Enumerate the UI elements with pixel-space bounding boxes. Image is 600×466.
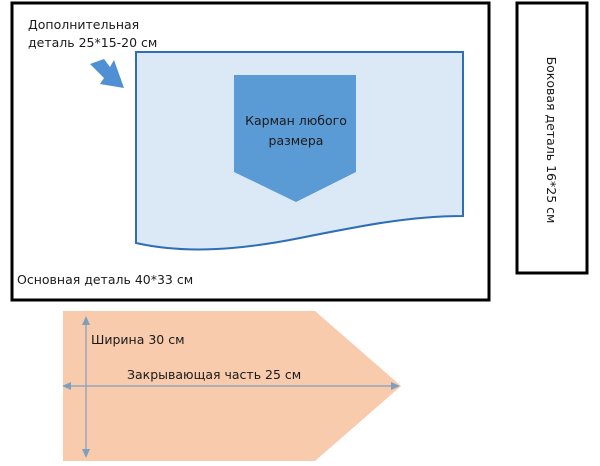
extra-part-label-line2: деталь 25*15-20 см (28, 35, 157, 50)
pocket-label-line1: Карман любого (245, 113, 347, 128)
main-part-label: Основная деталь 40*33 см (17, 272, 193, 287)
main-part-outline (10, 1, 491, 302)
width-dimension-arrow-top-icon (82, 316, 90, 325)
pointer-arrow-icon (90, 59, 124, 88)
extra-part-label-line1: Дополнительная (28, 17, 139, 32)
pocket-shape (234, 75, 356, 202)
length-dimension-arrow-left-icon (62, 382, 71, 390)
side-part-outline (515, 1, 589, 275)
closing-width-label: Ширина 30 см (91, 332, 185, 347)
closing-length-label: Закрывающая часть 25 см (127, 367, 301, 382)
side-part-label: Боковая деталь 16*25 см (544, 57, 559, 224)
width-dimension-arrow-bottom-icon (82, 449, 90, 458)
length-dimension-arrow-right-icon (391, 382, 400, 390)
pocket-label-line2: размера (269, 133, 324, 148)
